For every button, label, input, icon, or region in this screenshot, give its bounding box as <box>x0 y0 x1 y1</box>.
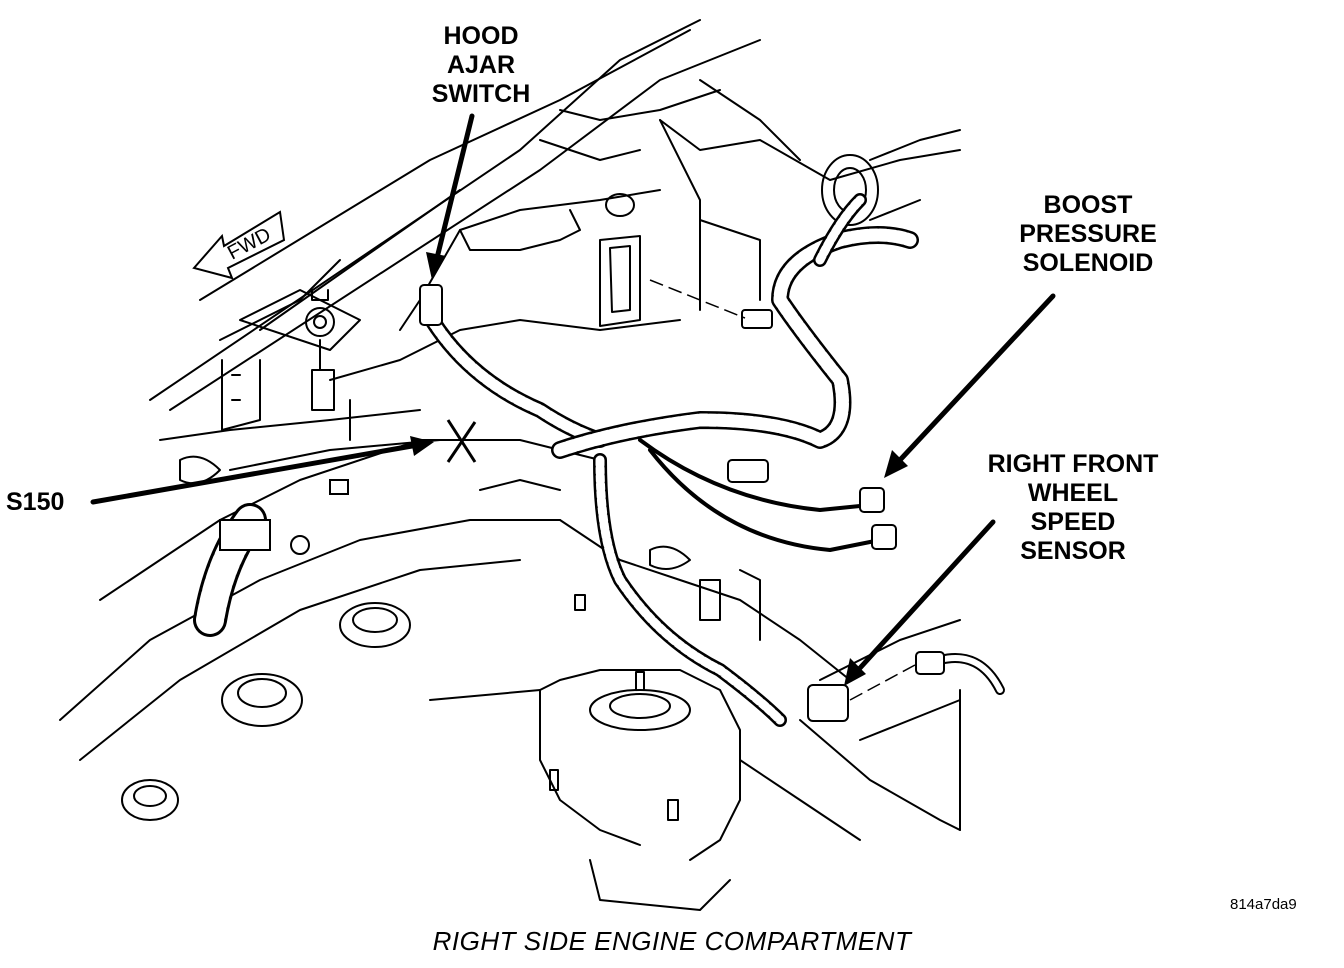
s150-label: S150 <box>6 488 65 516</box>
lower-rail <box>59 409 601 761</box>
fender-outline <box>149 19 961 411</box>
wheel-speed-sensor-plug <box>915 651 945 675</box>
right-front-wheel-speed-sensor-label: RIGHT FRONT WHEEL SPEED SENSOR <box>987 450 1159 565</box>
leader-lines <box>90 113 1056 671</box>
boost-solenoid-connector-a <box>859 487 885 513</box>
s150-splice-mark <box>446 419 477 463</box>
wheel-speed-sensor-connector <box>807 684 849 722</box>
fwd-arrow: FWD <box>192 210 286 280</box>
strut-tower <box>429 669 741 911</box>
boost-pressure-solenoid-label: BOOST PRESSURE SOLENOID <box>1019 191 1157 277</box>
right-body-lines <box>739 619 961 841</box>
wheel-speed-leader <box>857 519 996 671</box>
grommet <box>821 129 961 226</box>
hood-ajar-leader <box>434 113 475 261</box>
hood-hinge <box>239 289 361 411</box>
wiring-harness <box>193 193 1005 727</box>
alignment-lines <box>649 279 916 701</box>
boost-solenoid-leader <box>897 293 1056 463</box>
hood-ajar-switch-label: HOOD AJAR SWITCH <box>431 22 531 108</box>
boost-solenoid-connector-b <box>871 524 897 550</box>
arrowheads <box>410 252 908 686</box>
inner-fender-panel <box>221 119 761 441</box>
connectors <box>219 284 945 722</box>
figure-caption: RIGHT SIDE ENGINE COMPARTMENT <box>432 926 912 956</box>
s150-leader <box>90 443 415 505</box>
figure-code: 814a7da9 <box>1230 896 1297 913</box>
hood-ajar-switch-part <box>419 284 443 326</box>
